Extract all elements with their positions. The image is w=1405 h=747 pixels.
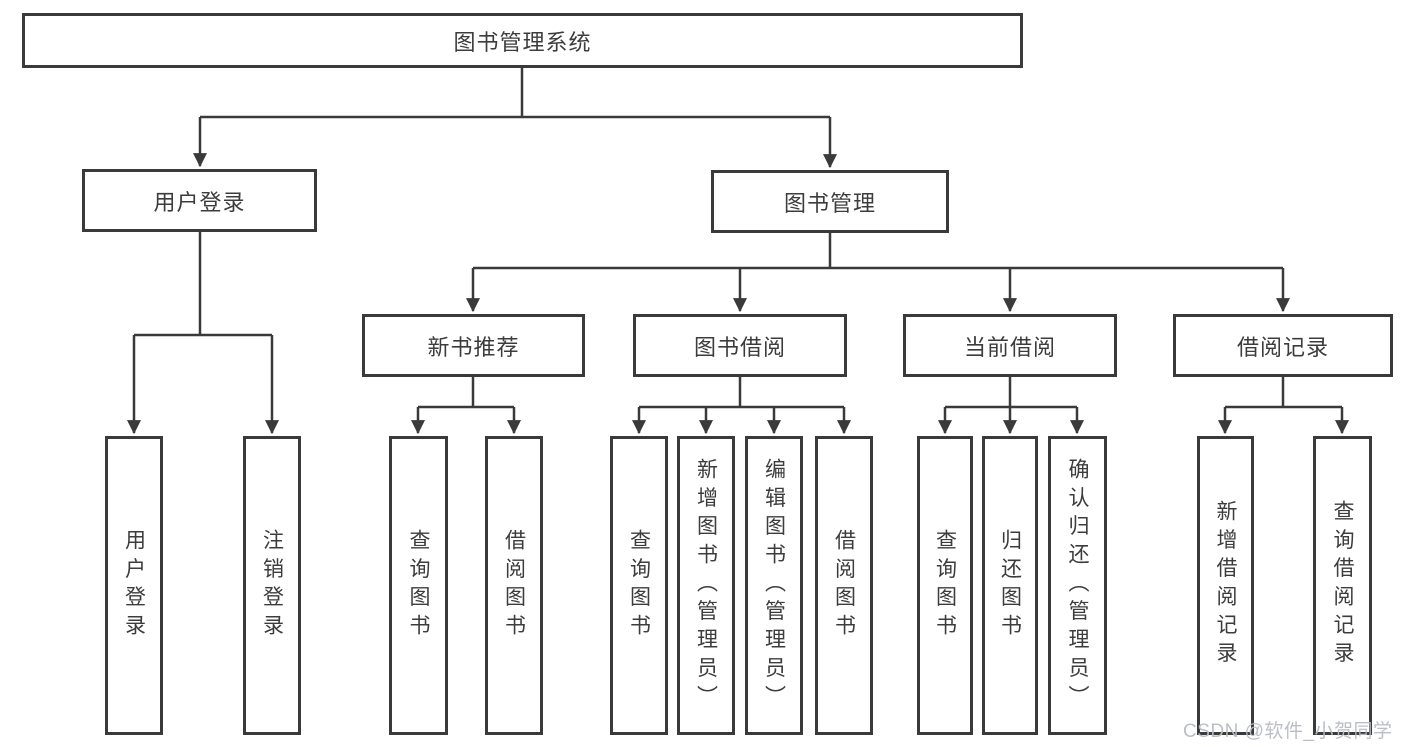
node-borrow-records: 借阅记录 — [1173, 314, 1393, 377]
node-leaf-confirm-return-admin: 确认归还（管理员） — [1048, 436, 1107, 735]
node-label: 借阅图书 — [832, 528, 856, 643]
node-leaf-add-borrow-record: 新增借阅记录 — [1197, 436, 1254, 735]
node-label: 图书管理系统 — [453, 29, 592, 55]
node-label: 查询图书 — [627, 528, 651, 643]
connector-book-borrow-children — [632, 377, 851, 435]
node-label: 编辑图书（管理员） — [762, 457, 786, 714]
node-label: 借阅记录 — [1236, 334, 1329, 360]
node-library-management-system: 图书管理系统 — [22, 13, 1023, 68]
csdn-watermark: CSDN @软件_小贺同学 — [1183, 721, 1393, 742]
node-leaf-add-books-admin: 新增图书（管理员） — [677, 436, 735, 735]
node-book-management: 图书管理 — [711, 170, 949, 233]
node-leaf-logout: 注销登录 — [243, 436, 301, 735]
node-label: 用户登录 — [153, 189, 246, 215]
node-user-login: 用户登录 — [82, 169, 317, 232]
connector-new-book-children — [411, 377, 521, 435]
connector-current-borrow-children — [938, 377, 1084, 435]
node-label: 查询图书 — [933, 528, 957, 643]
node-label: 图书借阅 — [693, 334, 786, 360]
node-leaf-query-books-3: 查询图书 — [917, 436, 973, 735]
node-leaf-edit-books-admin: 编辑图书（管理员） — [745, 436, 803, 735]
node-book-borrow: 图书借阅 — [633, 314, 847, 377]
node-label: 归还图书 — [998, 528, 1022, 643]
node-current-borrow: 当前借阅 — [903, 314, 1117, 377]
node-leaf-query-borrow-record: 查询借阅记录 — [1313, 436, 1372, 735]
node-label: 查询借阅记录 — [1331, 500, 1354, 671]
connector-user-login-children — [127, 232, 279, 435]
node-leaf-user-login: 用户登录 — [105, 436, 163, 735]
node-new-book-recommend: 新书推荐 — [362, 314, 585, 377]
node-leaf-borrow-books-1: 借阅图书 — [485, 436, 543, 735]
node-label: 借阅图书 — [502, 528, 526, 643]
node-label: 图书管理 — [783, 190, 876, 216]
node-label: 新书推荐 — [427, 334, 520, 360]
node-label: 查询图书 — [407, 528, 430, 643]
node-leaf-query-books-2: 查询图书 — [610, 436, 668, 735]
node-leaf-return-books: 归还图书 — [982, 436, 1038, 735]
connector-book-management-children — [466, 233, 1290, 313]
node-leaf-borrow-books-2: 借阅图书 — [815, 436, 873, 735]
node-label: 当前借阅 — [963, 334, 1056, 360]
node-leaf-query-books-1: 查询图书 — [389, 436, 448, 735]
node-label: 确认归还（管理员） — [1066, 457, 1089, 714]
connector-root-to-level2 — [193, 68, 837, 169]
connector-borrow-records-children — [1218, 377, 1349, 435]
node-label: 新增图书（管理员） — [694, 457, 718, 714]
node-label: 新增借阅记录 — [1214, 500, 1237, 671]
node-label: 注销登录 — [260, 528, 284, 643]
node-label: 用户登录 — [122, 528, 146, 643]
